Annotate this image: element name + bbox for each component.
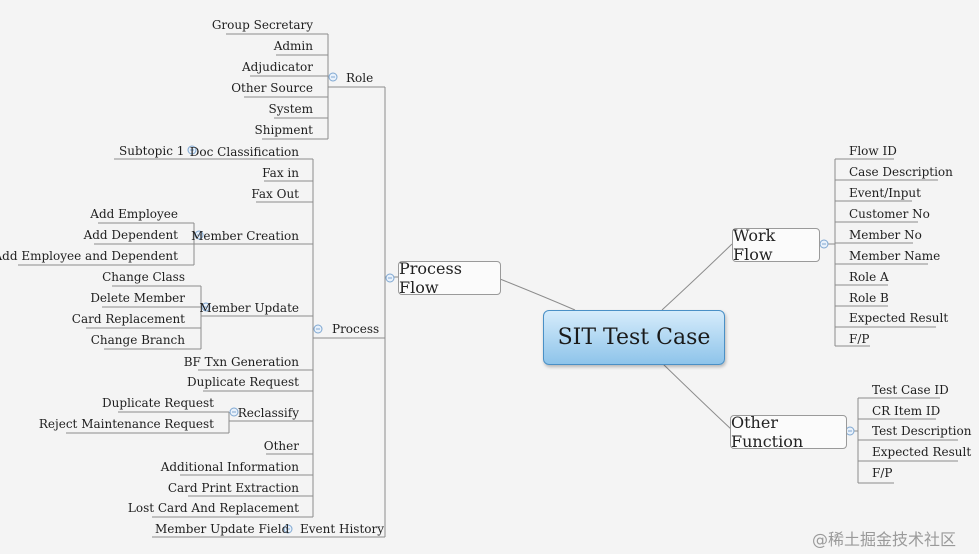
member-no: Member No: [849, 228, 922, 242]
reclassify-duplicate-request: Duplicate Request: [102, 396, 214, 410]
role-admin: Admin: [273, 39, 313, 53]
member-update-node[interactable]: Member Update: [199, 301, 299, 315]
role-other-source: Other Source: [231, 81, 313, 95]
test-description: Test Description: [872, 424, 972, 438]
change-branch: Change Branch: [90, 333, 185, 347]
card-replacement: Card Replacement: [71, 312, 185, 326]
role-shipment: Shipment: [254, 123, 314, 137]
add-dependent: Add Dependent: [83, 228, 178, 242]
lost-card-node[interactable]: Lost Card And Replacement: [127, 501, 299, 515]
member-creation-node[interactable]: Member Creation: [191, 229, 299, 243]
case-description: Case Description: [849, 165, 953, 179]
reclassify-node[interactable]: Reclassify: [237, 406, 299, 420]
reject-maintenance-request: Reject Maintenance Request: [38, 417, 214, 431]
role-b: Role B: [849, 291, 889, 305]
subtopic-1: Subtopic 1: [119, 144, 185, 158]
other-function-node[interactable]: Other Function: [730, 413, 847, 451]
process-node[interactable]: Process: [332, 322, 380, 336]
work-flow-node[interactable]: Work Flow: [732, 226, 820, 264]
change-class: Change Class: [102, 270, 185, 284]
role-system: System: [268, 102, 313, 116]
root-node[interactable]: SIT Test Case: [543, 310, 725, 365]
role-a: Role A: [849, 270, 889, 284]
duplicate-request-node[interactable]: Duplicate Request: [187, 375, 299, 389]
member-name: Member Name: [849, 249, 941, 263]
other-expected-result: Expected Result: [872, 445, 972, 459]
cr-item-id: CR Item ID: [872, 404, 941, 418]
role-group-secretary: Group Secretary: [211, 18, 313, 32]
f-p: F/P: [849, 332, 870, 346]
other-node[interactable]: Other: [263, 439, 299, 453]
fax-in-node[interactable]: Fax in: [262, 166, 299, 180]
add-employee-and-dependent: Add Employee and Dependent: [0, 249, 178, 263]
bf-txn-generation-node[interactable]: BF Txn Generation: [183, 355, 299, 369]
flow-id: Flow ID: [849, 144, 897, 158]
add-employee: Add Employee: [90, 207, 178, 221]
role-adjudicator: Adjudicator: [242, 60, 313, 74]
event-history-node[interactable]: Event History: [300, 522, 385, 536]
additional-information-node[interactable]: Additional Information: [160, 460, 299, 474]
role-node[interactable]: Role: [346, 71, 374, 85]
other-f-p: F/P: [872, 466, 893, 480]
expected-result: Expected Result: [849, 311, 949, 325]
customer-no: Customer No: [849, 207, 930, 221]
card-print-extraction-node[interactable]: Card Print Extraction: [167, 481, 299, 495]
member-update-field: Member Update Field: [155, 522, 290, 536]
delete-member: Delete Member: [90, 291, 185, 305]
event-input: Event/Input: [849, 186, 921, 200]
doc-classification-node[interactable]: Doc Classification: [189, 145, 299, 159]
fax-out-node[interactable]: Fax Out: [251, 187, 299, 201]
process-flow-node[interactable]: Process Flow: [398, 259, 501, 297]
watermark: @稀土掘金技术社区: [812, 530, 957, 549]
test-case-id: Test Case ID: [872, 383, 949, 397]
